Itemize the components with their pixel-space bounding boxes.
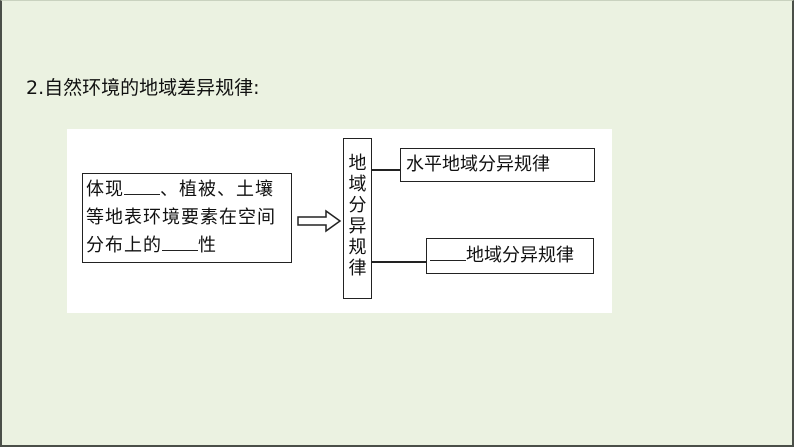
blank [430,242,466,261]
text: 体现 [86,179,124,200]
description-box: 体现 、植被、土壤 等地表环境要素在空间 分布上的 性 [82,173,292,263]
diagram: 体现 、植被、土壤 等地表环境要素在空间 分布上的 性 地域分异规律 水平地域分异规… [67,129,612,313]
other-box: 地域分异规律 [426,238,594,274]
connector-line [372,261,426,263]
arrow-right-icon [297,209,342,233]
horizontal-box: 水平地域分异规律 [400,148,595,182]
text: 、植被、土壤 [160,179,274,200]
connector-line [372,169,400,171]
text: 等地表环境要素在空间 [86,207,276,228]
center-box: 地域分异规律 [343,138,372,299]
section-title: 2.自然环境的地域差异规律: [26,77,260,99]
text: 地域分异规律 [466,245,574,266]
text: 分布上的 [86,235,162,256]
text: 性 [198,235,217,256]
blank [124,176,160,195]
blank [162,232,198,251]
